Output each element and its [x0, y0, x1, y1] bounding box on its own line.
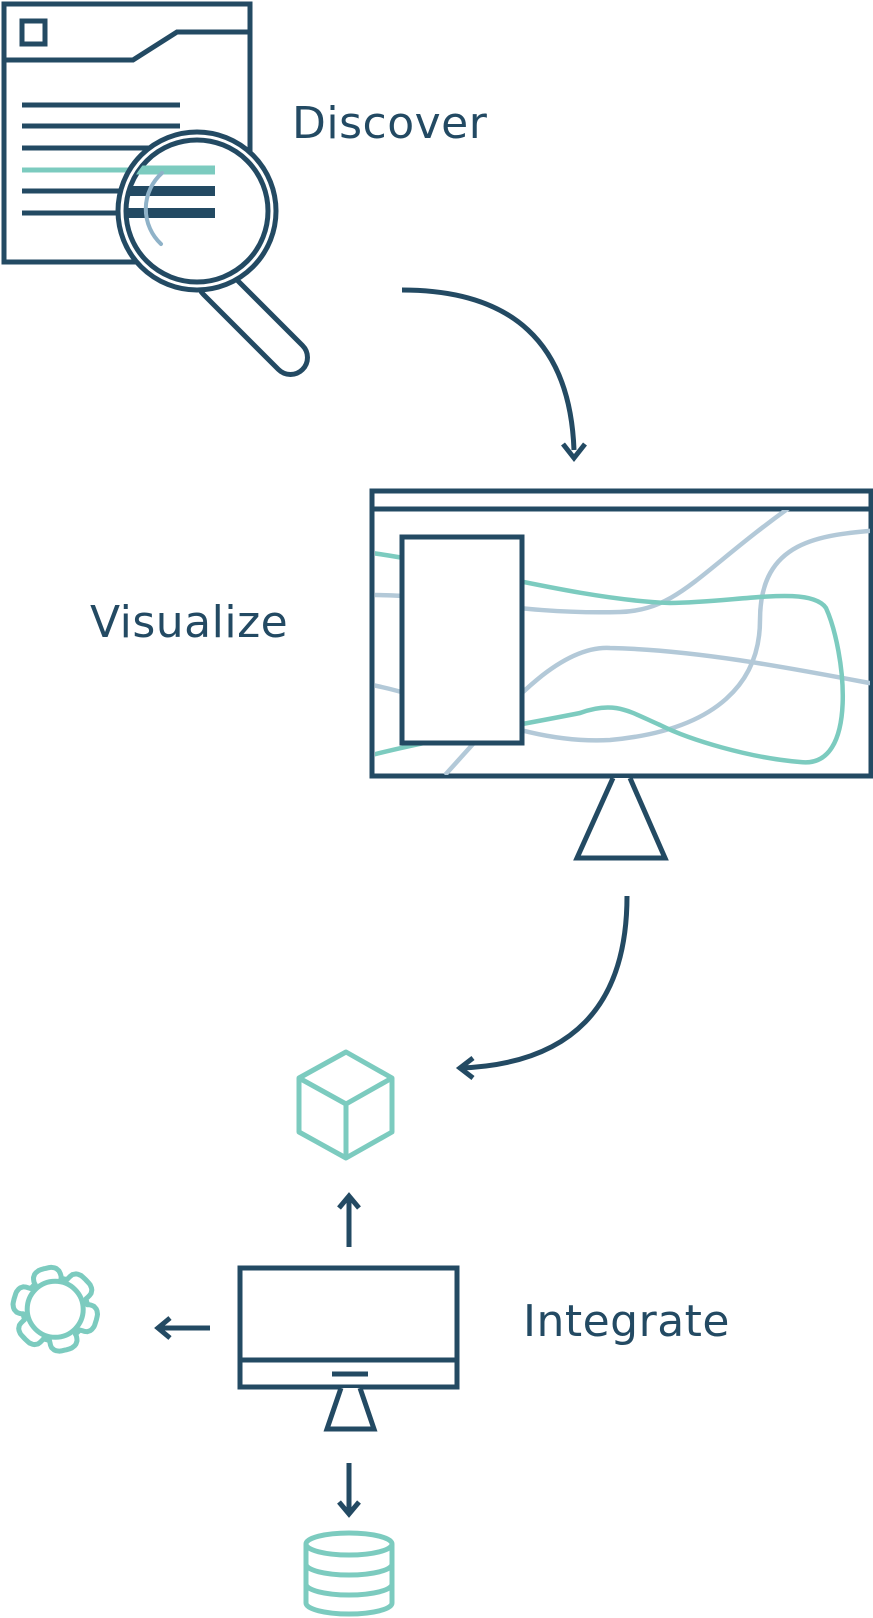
integrate-label: Integrate	[523, 1296, 730, 1347]
visualize-label: Visualize	[90, 597, 289, 648]
database-icon	[303, 1530, 395, 1617]
arrow-down-icon	[337, 1463, 361, 1518]
discover-label: Discover	[292, 98, 488, 149]
arrow-curved-icon	[455, 895, 630, 1080]
monitor-chart-icon	[369, 488, 873, 861]
arrow-left-icon	[154, 1316, 210, 1340]
monitor-icon	[237, 1265, 460, 1432]
arrow-up-icon	[337, 1192, 361, 1247]
arrow-curved-icon	[401, 287, 587, 463]
cube-icon	[296, 1049, 395, 1161]
magnifying-glass-icon	[115, 129, 310, 377]
gear-icon	[10, 1264, 100, 1354]
